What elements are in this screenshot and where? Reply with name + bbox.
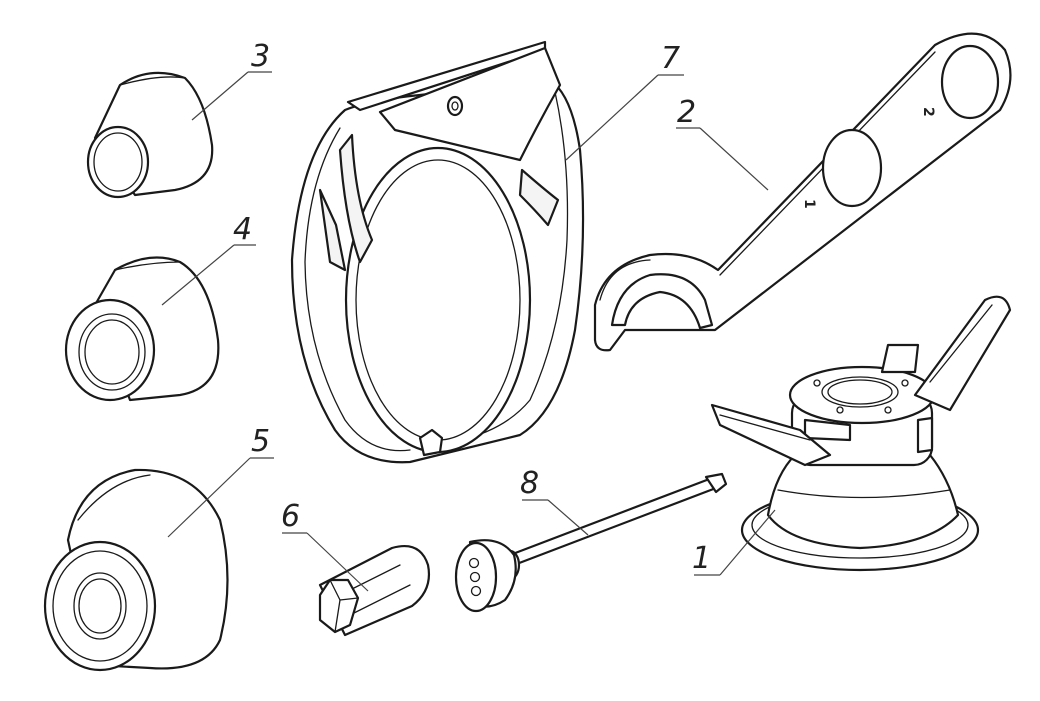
- label-3-text: 3: [251, 39, 270, 74]
- label-2: 2: [676, 95, 769, 191]
- part-6-hex-sleeve: [318, 544, 430, 637]
- label-4-text: 4: [233, 212, 252, 247]
- part-2-spanner: 1 2: [593, 32, 1012, 352]
- part-4-medium-cone: [64, 256, 220, 402]
- part-3-small-cone: [86, 71, 214, 199]
- label-3: 3: [191, 39, 272, 121]
- label-5-text: 5: [251, 424, 270, 459]
- label-2-text: 2: [677, 95, 696, 130]
- part-5-large-cone: [43, 468, 229, 672]
- part-1-suction-base: [710, 295, 1012, 572]
- label-7-text: 7: [661, 41, 680, 76]
- label-4: 4: [161, 212, 256, 306]
- part-8-rod: [454, 472, 728, 613]
- label-1: 1: [692, 509, 776, 576]
- label-6-text: 6: [281, 499, 300, 534]
- label-1-text: 1: [692, 541, 711, 576]
- wrench-mark-2: 2: [920, 107, 936, 117]
- label-8: 8: [520, 466, 589, 536]
- label-8-text: 8: [520, 466, 539, 501]
- label-7: 7: [565, 41, 684, 161]
- wrench-mark-1: 1: [801, 199, 817, 209]
- part-7-shield-ring: [290, 40, 585, 464]
- label-6: 6: [281, 499, 369, 592]
- label-5: 5: [167, 424, 274, 538]
